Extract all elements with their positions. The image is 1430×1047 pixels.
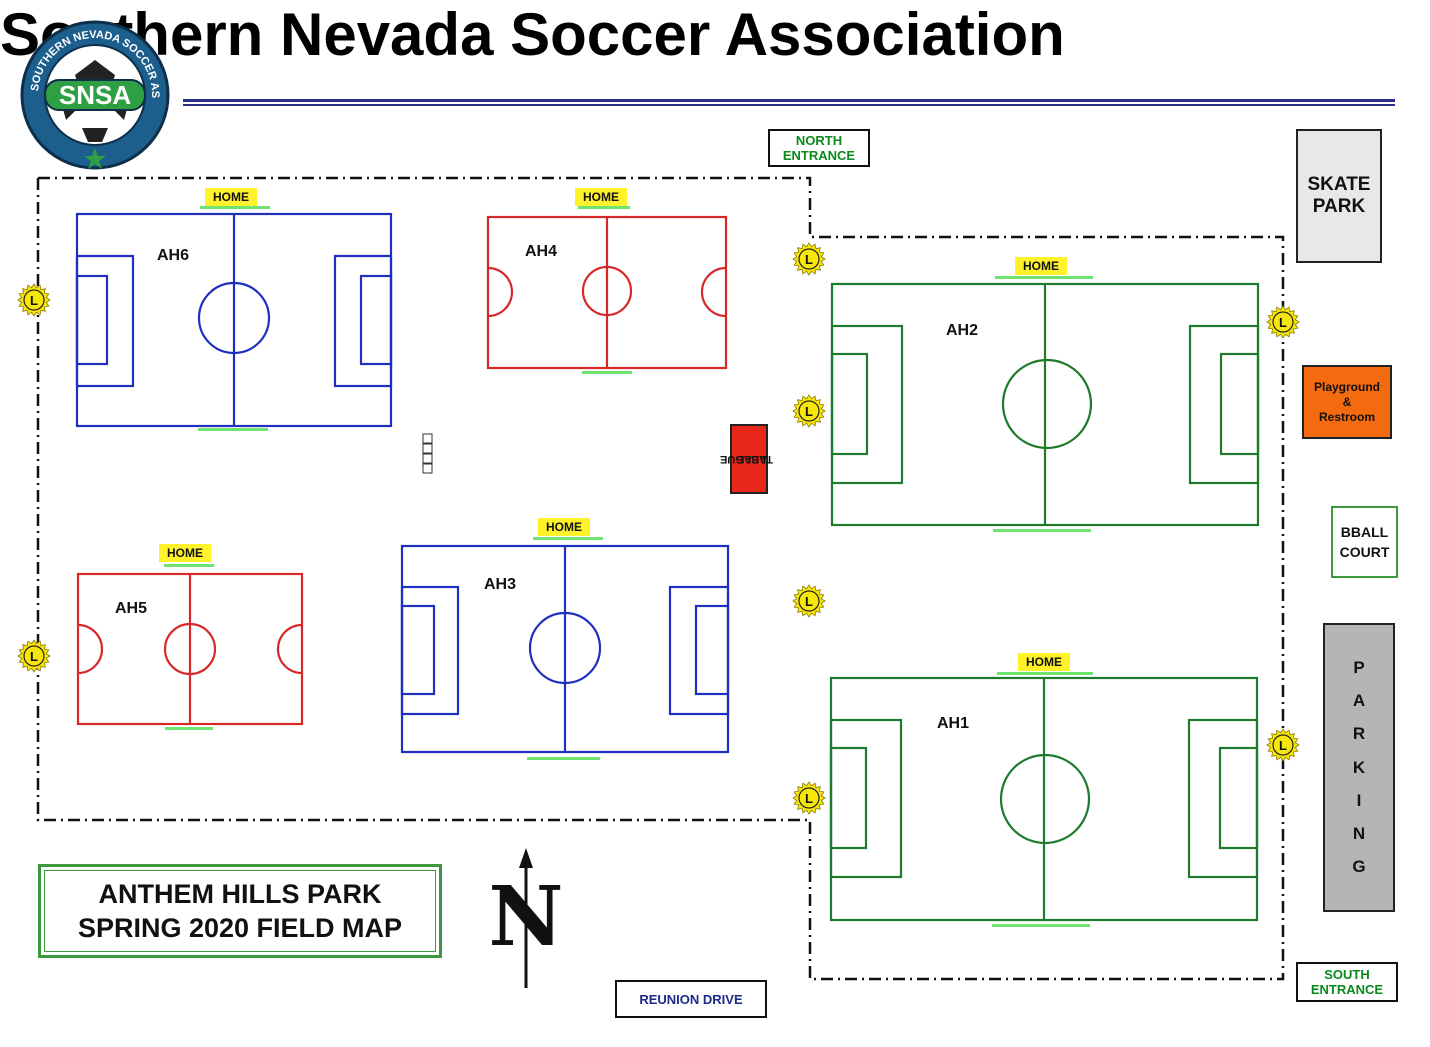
south-entrance-line2: ENTRANCE <box>1310 982 1384 997</box>
league-table-line2: TABLE <box>737 453 773 465</box>
league-table: LEAGUE TABLE <box>720 424 773 494</box>
field-ah5 <box>76 572 304 726</box>
home-badge-ah2: HOME <box>1015 257 1067 278</box>
title-rule-top <box>183 99 1395 102</box>
playground-line2: & <box>1342 394 1352 409</box>
field-label-ah1: AH1 <box>937 715 970 732</box>
reunion-drive-label: REUNION DRIVE <box>615 980 767 1018</box>
snsa-logo: SNSA SOUTHERN NEVADA SOCCER ASSOCIATION <box>16 11 170 175</box>
lightning-marker-icon: L <box>1266 305 1300 339</box>
lightning-marker-icon: L <box>17 639 51 673</box>
home-bar <box>997 672 1093 675</box>
lightning-marker-icon: L <box>792 242 826 276</box>
bball-court: BBALL COURT <box>1331 506 1398 578</box>
lightning-marker: L <box>17 639 51 673</box>
lightning-marker-icon: L <box>792 394 826 428</box>
parking-letter: I <box>1356 790 1362 810</box>
parking-letter: K <box>1352 757 1366 777</box>
lightning-marker: L <box>1266 305 1300 339</box>
south-entrance-label: SOUTH ENTRANCE <box>1296 962 1398 1002</box>
field-ah6 <box>75 212 393 428</box>
bball-line1: BBALL <box>1340 524 1389 540</box>
home-bar <box>200 206 270 209</box>
lightning-marker: L <box>792 394 826 428</box>
field-label-ah5: AH5 <box>115 600 148 617</box>
lightning-letter: L <box>805 791 813 806</box>
lightning-letter: L <box>1279 738 1287 753</box>
lightning-marker-icon: L <box>792 781 826 815</box>
lightning-marker-icon: L <box>17 283 51 317</box>
parking-letter: A <box>1352 691 1366 711</box>
bball-line2: COURT <box>1339 544 1390 560</box>
parking-letter: N <box>1352 823 1366 843</box>
field-label-ah3: AH3 <box>484 576 517 593</box>
home-bar <box>533 537 603 540</box>
park-boundary <box>36 176 1285 981</box>
home-bar <box>578 206 630 209</box>
field-ah2 <box>830 282 1260 527</box>
bench-marker <box>422 433 433 474</box>
north-letter: N <box>489 869 564 965</box>
playground-line3: Restroom <box>1318 409 1375 424</box>
parking-letter: R <box>1352 724 1366 744</box>
map-title-line1: ANTHEM HILLS PARK <box>98 879 382 909</box>
skate-park: SKATE PARK <box>1296 129 1382 263</box>
lightning-marker-icon: L <box>1266 728 1300 762</box>
north-arrow <box>519 848 533 988</box>
home-badge-ah1: HOME <box>1018 653 1070 674</box>
south-entrance-line1: SOUTH <box>1324 967 1370 982</box>
playground-line1: Playground <box>1313 379 1380 394</box>
lightning-marker: L <box>792 242 826 276</box>
lightning-marker: L <box>1266 728 1300 762</box>
home-bar <box>995 276 1093 279</box>
field-label-ah4: AH4 <box>525 243 558 260</box>
lightning-marker: L <box>17 283 51 317</box>
lightning-letter: L <box>805 404 813 419</box>
lightning-letter: L <box>1279 315 1287 330</box>
home-bar <box>164 564 214 567</box>
field-label-ah6: AH6 <box>157 247 190 264</box>
field-ah4 <box>486 215 728 370</box>
lightning-letter: L <box>30 293 38 308</box>
page-title: Southern Nevada Soccer Association <box>0 1 1065 68</box>
lightning-letter: L <box>30 649 38 664</box>
playground-restroom: Playground & Restroom <box>1302 365 1392 439</box>
field-ah3 <box>400 544 730 754</box>
map-title-box: ANTHEM HILLS PARK SPRING 2020 FIELD MAP <box>38 864 442 958</box>
logo-text: SNSA <box>59 80 131 110</box>
field-ah1 <box>829 676 1259 922</box>
parking-letter: G <box>1352 856 1366 876</box>
home-badge-ah5: HOME <box>159 544 211 565</box>
north-entrance-line2: ENTRANCE <box>782 148 856 163</box>
goal-bars <box>165 371 1091 927</box>
reunion-drive-text: REUNION DRIVE <box>639 991 743 1007</box>
lightning-marker: L <box>792 781 826 815</box>
lightning-letter: L <box>805 594 813 609</box>
north-entrance-label: NORTH ENTRANCE <box>768 129 870 167</box>
skate-park-line1: SKATE <box>1307 174 1371 195</box>
parking-letter: P <box>1353 658 1365 678</box>
home-badge-ah3: HOME <box>538 518 590 539</box>
north-entrance-line1: NORTH <box>795 133 843 148</box>
snsa-logo-badge: SNSA SOUTHERN NEVADA SOCCER ASSOCIATION <box>16 11 170 170</box>
title-rule-bottom <box>183 104 1395 106</box>
map-title-line2: SPRING 2020 FIELD MAP <box>77 913 403 943</box>
lightning-marker-icon: L <box>792 584 826 618</box>
lightning-letter: L <box>805 252 813 267</box>
field-label-ah2: AH2 <box>946 322 979 339</box>
skate-park-line2: PARK <box>1312 196 1366 217</box>
lightning-marker: L <box>792 584 826 618</box>
